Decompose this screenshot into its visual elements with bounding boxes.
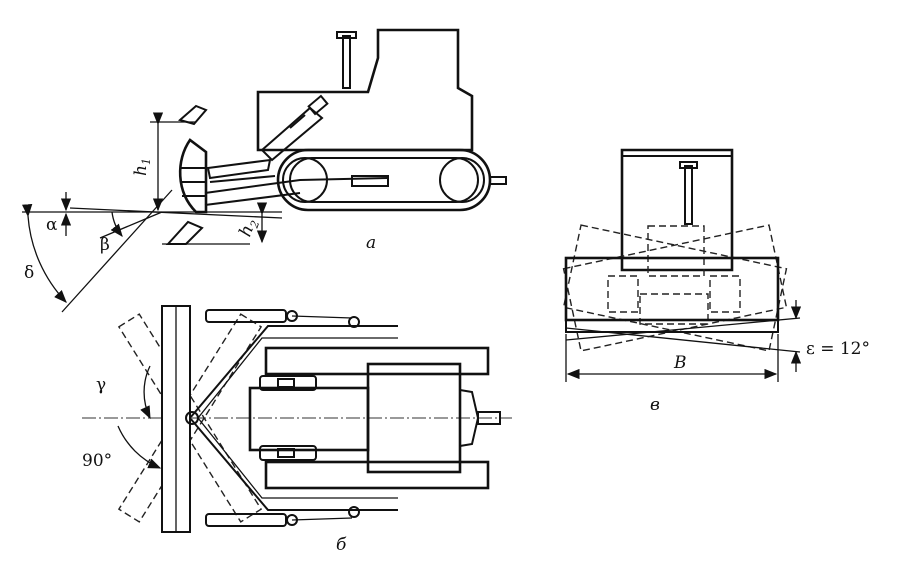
caption-v: в xyxy=(650,395,660,415)
label-h1: h1 xyxy=(131,158,153,176)
rear-shaft xyxy=(477,411,501,425)
caption-a: а xyxy=(366,233,376,253)
label-beta: β xyxy=(100,235,110,255)
blade-upper-ghost xyxy=(177,104,208,126)
cylinder-bottom-corner xyxy=(205,506,360,527)
track-lower xyxy=(264,460,490,490)
cylinder-top-corner xyxy=(205,309,360,328)
engine-box xyxy=(366,362,462,474)
front-cab xyxy=(620,148,734,272)
beta-line xyxy=(99,211,163,239)
label-epsilon: ε = 12° xyxy=(806,339,870,359)
tractor-body xyxy=(256,28,474,152)
caption-b: б xyxy=(336,535,347,555)
blade-side xyxy=(178,138,208,214)
alpha-line xyxy=(69,207,283,219)
view-a-side: h1 h2 α β δ а xyxy=(21,28,507,313)
hydraulic-upper xyxy=(259,375,317,391)
exhaust-pipe xyxy=(342,35,351,89)
label-gamma: γ xyxy=(96,375,106,395)
track-inner xyxy=(289,157,479,203)
view-b-top: γ 90° б xyxy=(82,305,512,555)
view-v-front: B ε = 12° в xyxy=(562,148,870,415)
blade-edge xyxy=(565,319,779,333)
blade-tilt-ghost-1 xyxy=(562,224,788,352)
label-h2: h2 xyxy=(235,216,262,240)
rear-wheel xyxy=(439,157,485,203)
rear-hitch xyxy=(489,176,507,185)
blade-lower-ghost xyxy=(165,220,204,245)
lift-cylinder xyxy=(260,94,329,162)
label-90-degrees: 90° xyxy=(82,451,112,471)
frame-arm-lower xyxy=(189,417,398,511)
pivot xyxy=(185,411,199,425)
push-frame xyxy=(204,158,389,206)
label-B: B xyxy=(673,353,687,373)
exhaust-cap xyxy=(336,31,357,39)
label-delta: δ xyxy=(24,263,34,283)
hydraulic-lower xyxy=(259,445,317,461)
blade-ribs xyxy=(180,167,206,197)
blade-ghost-left xyxy=(117,313,263,523)
front-engine-dashed xyxy=(647,225,705,277)
label-alpha: α xyxy=(46,215,58,235)
front-exhaust xyxy=(684,165,693,225)
blade-front xyxy=(564,256,780,322)
hull xyxy=(248,386,370,452)
track-upper xyxy=(264,346,490,376)
